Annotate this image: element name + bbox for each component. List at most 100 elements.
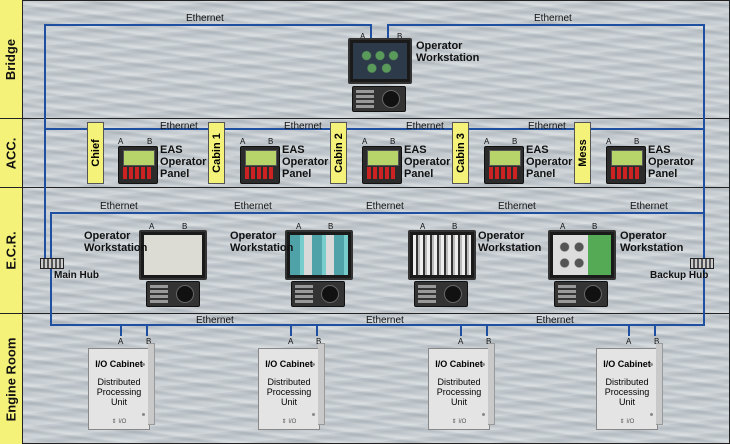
port-b-label: B (182, 222, 188, 231)
port-b-label: B (316, 337, 322, 346)
network-line-ecr (50, 212, 704, 214)
ethernet-label: Ethernet (100, 201, 138, 212)
port-a-label: A (420, 222, 426, 231)
port-a-label: A (626, 337, 632, 346)
cabin-tab-cabin1: Cabin 1 (208, 122, 225, 184)
bridge-workstation-monitor (348, 38, 412, 84)
eas-label: EAS (648, 144, 671, 156)
port-b-label: B (390, 137, 396, 146)
eas-label: Panel (282, 168, 312, 180)
port-b-label: B (452, 222, 458, 231)
ecr-ws-label: Operator (620, 230, 667, 242)
main-hub-icon (40, 258, 64, 269)
port-b-label: B (147, 137, 153, 146)
ecr-workstation-monitor (139, 230, 207, 280)
cabin-tab-cabin3: Cabin 3 (452, 122, 469, 184)
cabinet-title: I/O Cabinet (265, 359, 313, 369)
io-icon: ⇕ I/O (281, 419, 297, 425)
ethernet-label: Ethernet (498, 201, 536, 212)
eas-label: Operator (648, 156, 695, 168)
network-trunk-left (44, 24, 46, 264)
eas-label: EAS (526, 144, 549, 156)
ecr-keyboard (554, 281, 608, 307)
cabinet-title: I/O Cabinet (435, 359, 483, 369)
port-b-label: B (268, 137, 274, 146)
ethernet-label: Ethernet (196, 315, 234, 326)
port-b-label: B (634, 137, 640, 146)
bridge-keyboard (352, 86, 406, 112)
port-a-label: A (560, 222, 566, 231)
ecr-ws-label: Operator (84, 230, 131, 242)
ethernet-label: Ethernet (528, 121, 566, 132)
port-a-label: A (360, 32, 366, 41)
eas-label: Panel (648, 168, 678, 180)
eas-label: Operator (160, 156, 207, 168)
bridge-ws-label-2: Workstation (416, 52, 480, 64)
network-line (387, 24, 705, 26)
port-a-label: A (240, 137, 246, 146)
port-a-label: A (484, 137, 490, 146)
eas-label: EAS (404, 144, 427, 156)
ecr-keyboard (291, 281, 345, 307)
ecr-ws-label: Workstation (620, 242, 684, 254)
ecr-workstation-monitor (548, 230, 616, 280)
zone-divider (0, 118, 730, 119)
port-a-label: A (118, 137, 124, 146)
ecr-ws-label: Operator (478, 230, 525, 242)
port-b-label: B (592, 222, 598, 231)
ecr-keyboard (414, 281, 468, 307)
network-line (387, 24, 389, 38)
eas-label: Operator (282, 156, 329, 168)
ecr-workstation-monitor (408, 230, 476, 280)
port-a-label: A (458, 337, 464, 346)
ethernet-label: Ethernet (366, 315, 404, 326)
eas-label: Operator (526, 156, 573, 168)
ecr-workstation-monitor (285, 230, 353, 280)
io-icon: ⇕ I/O (451, 419, 467, 425)
port-a-label: A (149, 222, 155, 231)
eas-label: Panel (526, 168, 556, 180)
backup-hub-icon (690, 258, 714, 269)
zone-divider (0, 313, 730, 314)
cabin-tab-cabin2: Cabin 2 (330, 122, 347, 184)
ethernet-label: Ethernet (186, 13, 224, 24)
ethernet-label: Ethernet (366, 201, 404, 212)
eas-operator-panel (240, 146, 280, 184)
eas-operator-panel (484, 146, 524, 184)
cabinet-title: I/O Cabinet (95, 359, 143, 369)
ethernet-label: Ethernet (534, 13, 572, 24)
zone-engine-room: Engine Room (0, 314, 23, 444)
port-a-label: A (362, 137, 368, 146)
port-b-label: B (486, 337, 492, 346)
port-a-label: A (288, 337, 294, 346)
ethernet-label: Ethernet (284, 121, 322, 132)
network-line (44, 24, 372, 26)
ecr-ws-label: Workstation (84, 242, 148, 254)
ecr-ws-label: Workstation (478, 242, 542, 254)
cabin-tab-chief: Chief (87, 122, 104, 184)
port-b-label: B (146, 337, 152, 346)
network-line-engine (50, 324, 704, 326)
port-b-label: B (397, 32, 403, 41)
main-hub-label: Main Hub (54, 270, 99, 281)
ethernet-label: Ethernet (536, 315, 574, 326)
port-a-label: A (296, 222, 302, 231)
zone-bridge: Bridge (0, 0, 23, 118)
cabinet-title: I/O Cabinet (603, 359, 651, 369)
network-line (370, 24, 372, 38)
backup-hub-label: Backup Hub (650, 270, 709, 281)
eas-operator-panel (362, 146, 402, 184)
io-icon: ⇕ I/O (619, 419, 635, 425)
network-line-acc (44, 128, 704, 130)
eas-operator-panel (118, 146, 158, 184)
ecr-ws-label: Operator (230, 230, 277, 242)
eas-label: EAS (160, 144, 183, 156)
